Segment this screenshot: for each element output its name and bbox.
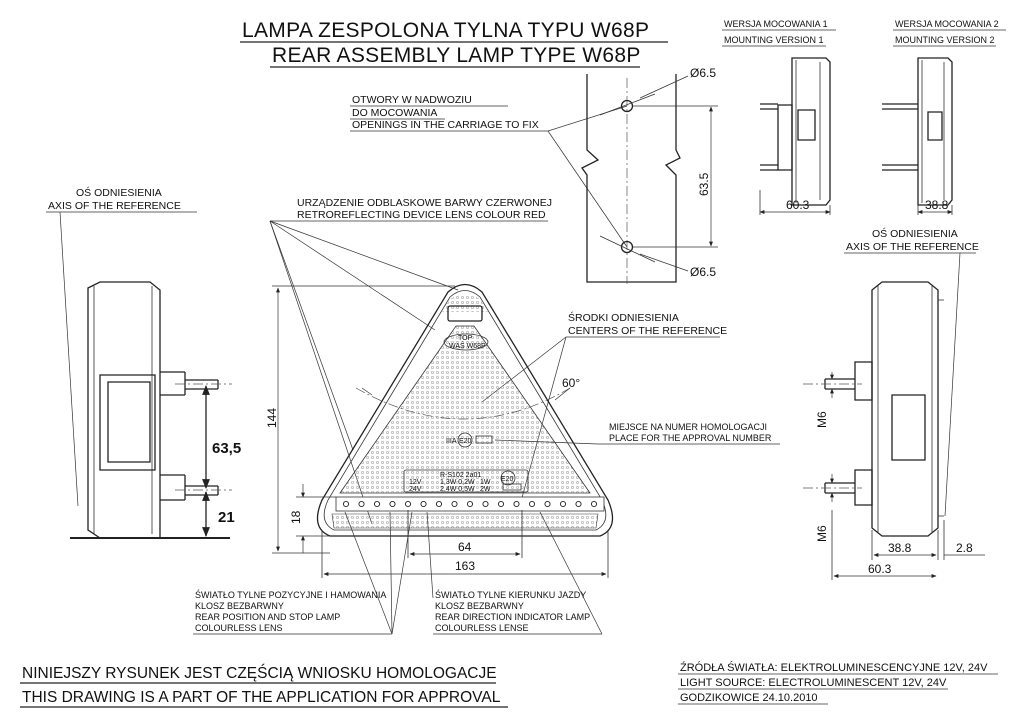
mark-w2: 2,4W 0,5W — [440, 486, 475, 493]
mounting-v1-pl: WERSJA MOCOWANIA 1 — [724, 19, 828, 29]
mounting-v2-depth: 38.8 — [925, 198, 949, 212]
centers-label: ŚRODKI ODNIESIENIA CENTERS OF THE REFERE… — [481, 311, 727, 506]
mounting-v2-en: MOUNTING VERSION 2 — [895, 35, 995, 45]
right-side-view: M6 M6 38.8 2.8 60.3 — [803, 281, 985, 580]
led-12 — [513, 500, 520, 508]
source-pl: ŹRÓDŁA ŚWIATŁA: ELEKTROLUMINESCENCYJNE 1… — [680, 661, 988, 674]
hole-spacing: 63.5 — [697, 172, 711, 196]
holes-detail: OTWORY W NADWOZIU DO MOCOWANIA OPENINGS … — [350, 66, 718, 284]
led-row — [342, 500, 598, 508]
led-15 — [559, 500, 567, 508]
mark-e20: E20 — [501, 476, 514, 483]
front-dimensions: 144 18 64 163 — [265, 285, 609, 578]
right-depth-1: 38.8 — [888, 541, 912, 555]
reflector-lens — [339, 325, 591, 494]
mark-r-code: R-S102 2a01 — [440, 472, 481, 479]
mark-iiia: IIIA — [446, 438, 457, 445]
approval-pl: MIEJSCE NA NUMER HOMOLOGACJI — [609, 422, 767, 432]
mark-24v: 24V — [409, 486, 422, 493]
led-16 — [575, 500, 582, 508]
tail-pl-1: ŚWIATŁO TYLNE POZYCYJNE I HAMOWANIA — [195, 589, 386, 600]
mark-was: WAŚ W68P — [449, 341, 486, 350]
mark-w3: 1W — [480, 479, 491, 486]
mounting-version-1-label: WERSJA MOCOWANIA 1 MOUNTING VERSION 1 — [722, 19, 836, 47]
front-view: 60° TOP WAŚ W68P IIIA E20 R-S102 2a01 12… — [316, 283, 780, 537]
right-depth-2: 2.8 — [956, 541, 973, 555]
led-17 — [590, 500, 598, 508]
dir-en-1: REAR DIRECTION INDICATOR LAMP — [435, 612, 590, 622]
left-hole-spacing: 63,5 — [212, 440, 241, 457]
angle-label: 60° — [562, 376, 580, 390]
led-9 — [466, 500, 474, 508]
bottom-row-dim: 18 — [289, 510, 303, 524]
left-side-view: 63,5 21 — [70, 281, 241, 539]
led-8 — [451, 500, 458, 508]
centers-en: CENTERS OF THE REFERENCE — [568, 325, 727, 337]
led-6 — [420, 500, 427, 508]
dir-en-2: COLOURLESS LENSE — [435, 623, 529, 633]
left-axis-label: OŚ ODNIESIENIA AXIS OF THE REFERENCE — [46, 186, 197, 507]
left-bottom-offset: 21 — [218, 509, 235, 526]
approval-en: PLACE FOR THE APPROVAL NUMBER — [609, 433, 772, 443]
footer-en: THIS DRAWING IS A PART OF THE APPLICATIO… — [22, 689, 501, 706]
led-10 — [482, 500, 489, 508]
centers-pl: ŚRODKI ODNIESIENIA — [568, 311, 679, 324]
mark-w1: 1,3W 0,2W — [440, 479, 475, 486]
mounting-v1-en: MOUNTING VERSION 1 — [724, 35, 824, 45]
mounting-version-2-side-view: 38.8 — [882, 57, 953, 215]
mounting-v2-pl: WERSJA MOCOWANIA 2 — [895, 19, 999, 29]
right-depth-3: 60.3 — [868, 562, 892, 576]
tail-pl-2: KLOSZ BEZBARWNY — [195, 601, 284, 611]
title-en: REAR ASSEMBLY LAMP TYPE W68P — [272, 44, 641, 67]
led-7 — [435, 500, 443, 508]
led-11 — [497, 500, 505, 508]
mark-top: TOP — [458, 335, 473, 342]
mark-e20-top: E20 — [459, 438, 472, 445]
led-2 — [358, 500, 365, 508]
width-dim: 163 — [455, 559, 475, 573]
tail-en-1: REAR POSITION AND STOP LAMP — [195, 612, 340, 622]
led-span-dim: 64 — [458, 540, 472, 554]
led-3 — [373, 500, 381, 508]
dir-pl-1: ŚWIATŁO TYLNE KIERUNKU JAZDY — [435, 589, 586, 600]
holes-label-pl-1: OTWORY W NADWOZIU — [352, 94, 472, 106]
mounting-v1-depth: 60.3 — [786, 198, 810, 212]
footer: NINIEJSZY RYSUNEK JEST CZĘŚCIĄ WNIOSKU H… — [20, 661, 998, 708]
left-axis-en: AXIS OF THE REFERENCE — [48, 200, 181, 212]
mounting-version-1-side-view: 60.3 — [759, 57, 831, 215]
height-dim: 144 — [265, 408, 279, 428]
led-5 — [404, 500, 412, 508]
place-date: GODZIKOWICE 24.10.2010 — [680, 692, 818, 704]
mounting-version-2-label: WERSJA MOCOWANIA 2 MOUNTING VERSION 2 — [893, 19, 1006, 47]
mark-w4: 2W — [480, 486, 491, 493]
right-axis-pl: OŚ ODNIESIENIA — [872, 227, 958, 240]
holes-label-pl-2: DO MOCOWANIA — [352, 107, 437, 119]
dir-pl-2: KLOSZ BEZBARWNY — [435, 601, 524, 611]
tail-en-2: COLOURLESS LENS — [195, 623, 283, 633]
right-axis-en: AXIS OF THE REFERENCE — [846, 241, 979, 253]
right-axis-label: OŚ ODNIESIENIA AXIS OF THE REFERENCE — [844, 227, 979, 517]
indicator-lamp-label: ŚWIATŁO TYLNE KIERUNKU JAZDY KLOSZ BEZBA… — [426, 511, 603, 635]
title-block: LAMPA ZESPOLONA TYLNA TYPU W68P REAR ASS… — [240, 19, 668, 68]
led-14 — [544, 500, 551, 508]
holes-label-en: OPENINGS IN THE CARRIAGE TO FIX — [352, 119, 539, 131]
footer-pl: NINIEJSZY RYSUNEK JEST CZĘŚCIĄ WNIOSKU H… — [22, 664, 497, 682]
hole-diameter-top: Ø6.5 — [690, 66, 716, 80]
left-axis-pl: OŚ ODNIESIENIA — [76, 186, 162, 199]
led-1 — [342, 500, 350, 508]
source-en: LIGHT SOURCE: ELECTROLUMINESCENT 12V, 24… — [680, 677, 947, 689]
mark-12v: 12V — [409, 479, 422, 486]
led-13 — [528, 500, 536, 508]
tail-lamp-label: ŚWIATŁO TYLNE POZYCYJNE I HAMOWANIA KLOS… — [193, 511, 413, 635]
m6-top: M6 — [815, 411, 829, 428]
reflector-pl: URZĄDZENIE ODBLASKOWE BARWY CZERWONEJ — [297, 197, 552, 209]
led-4 — [389, 500, 396, 508]
title-pl: LAMPA ZESPOLONA TYLNA TYPU W68P — [242, 19, 649, 42]
reflector-en: RETROREFLECTING DEVICE LENS COLOUR RED — [297, 209, 546, 221]
hole-diameter-bottom: Ø6.5 — [690, 265, 716, 279]
m6-bottom: M6 — [815, 525, 829, 542]
